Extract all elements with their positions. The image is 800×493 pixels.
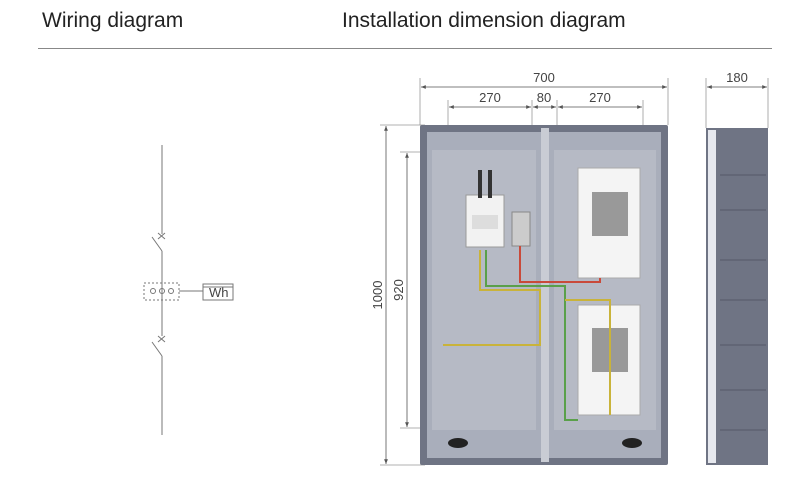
wiring-diagram — [143, 145, 234, 435]
dim-depth: 180 — [726, 70, 748, 85]
switch-contact-icon — [157, 335, 166, 343]
dim-inner-height: 920 — [391, 279, 406, 301]
enclosure-front-view — [420, 125, 668, 465]
meter-label: Wh — [209, 285, 229, 300]
breaker-switch-bottom — [151, 341, 163, 357]
dim-middle-gap: 80 — [537, 90, 551, 105]
wiring-diagram-heading: Wiring diagram — [42, 9, 184, 32]
terminal-block-device — [511, 211, 531, 247]
enclosure-side-view — [706, 128, 768, 465]
terminal-block — [143, 282, 180, 301]
dim-total-height: 1000 — [370, 281, 385, 310]
meter-socket-top — [577, 167, 641, 279]
dim-total-width: 700 — [533, 70, 555, 85]
wires — [443, 246, 611, 421]
dim-left-section: 270 — [479, 90, 501, 105]
circuit-breaker — [465, 170, 505, 248]
breaker-switch-top — [151, 236, 163, 252]
meter-box — [202, 283, 234, 301]
heading-divider — [38, 48, 772, 49]
cable-hole — [622, 438, 642, 448]
dim-right-section: 270 — [589, 90, 611, 105]
installation-diagram-heading: Installation dimension diagram — [342, 9, 626, 32]
cable-hole — [448, 438, 468, 448]
switch-contact-icon — [157, 232, 166, 240]
